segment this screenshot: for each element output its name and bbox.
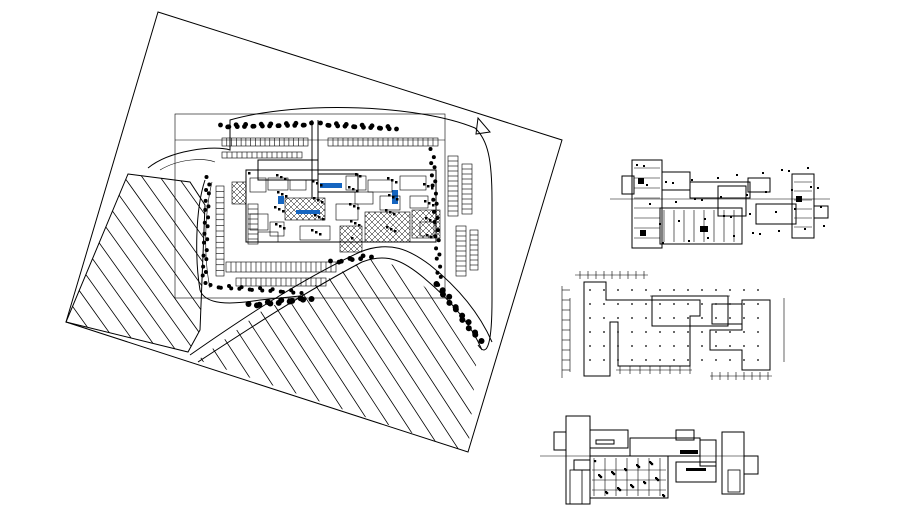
tree-rows [200, 120, 485, 344]
floor-plan-upper [610, 159, 830, 249]
access-road [189, 246, 493, 356]
parking-bays [215, 137, 479, 287]
site-plan [65, 11, 563, 453]
hatch-area-west [66, 174, 205, 352]
perimeter-road [147, 107, 493, 351]
site-boundary [65, 11, 563, 453]
hatch-area-south [198, 256, 478, 452]
column-grid-plan [561, 271, 785, 380]
main-building [231, 120, 441, 253]
floor-plan-lower [540, 415, 759, 505]
north-triangle [475, 116, 491, 135]
